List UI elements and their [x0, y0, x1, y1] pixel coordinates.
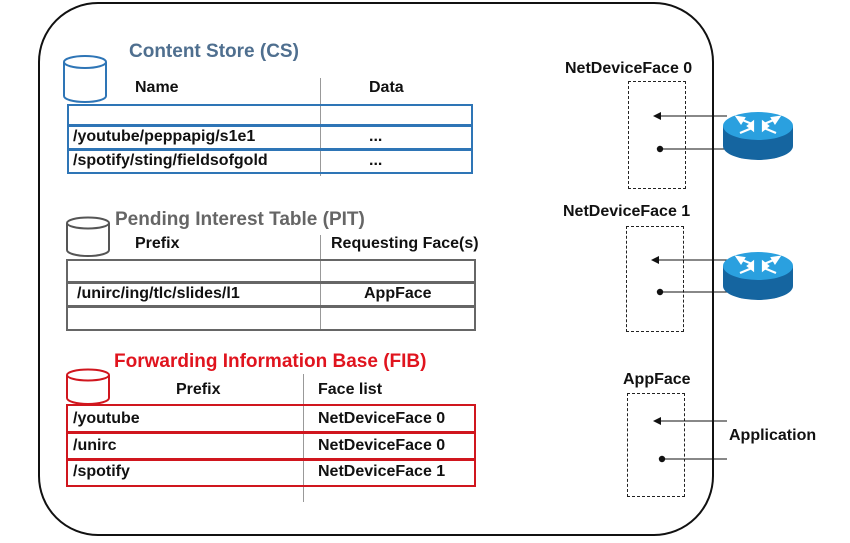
fib-row-prefix: /unirc [73, 437, 117, 454]
fib-row-prefix: /spotify [73, 463, 130, 480]
fib-row-face: NetDeviceFace 1 [318, 463, 446, 480]
pit-col-faces: Requesting Face(s) [331, 235, 479, 252]
fib-col-faces: Face list [318, 381, 383, 398]
cs-row-data: ... [369, 128, 383, 145]
netdeviceface1-label: NetDeviceFace 1 [563, 203, 691, 220]
pit-row-prefix: /unirc/ing/tlc/slides/l1 [77, 285, 240, 302]
fib-row-face: NetDeviceFace 0 [318, 410, 446, 427]
netdeviceface0-label: NetDeviceFace 0 [565, 60, 693, 77]
cs-column-divider [320, 78, 321, 176]
cs-row [67, 149, 473, 174]
pit-title: Pending Interest Table (PIT) [115, 209, 365, 230]
fib-title: Forwarding Information Base (FIB) [114, 351, 427, 372]
appface-box [627, 393, 685, 497]
netdeviceface1-box [626, 226, 684, 332]
cs-row-data: ... [369, 152, 383, 169]
fib-row-prefix: /youtube [73, 410, 140, 427]
fib-column-divider [303, 374, 304, 502]
fib-row [66, 459, 476, 487]
fib-row-face: NetDeviceFace 0 [318, 437, 446, 454]
cs-row-name: /spotify/sting/fieldsofgold [73, 152, 268, 169]
pit-database-icon [66, 216, 110, 257]
cs-database-icon [63, 55, 107, 103]
cs-col-data: Data [369, 79, 404, 96]
netdeviceface0-box [628, 81, 686, 189]
cs-row-name: /youtube/peppapig/s1e1 [73, 128, 256, 145]
cs-col-name: Name [135, 79, 179, 96]
application-label: Application [729, 427, 817, 444]
pit-row [66, 306, 476, 331]
cs-title: Content Store (CS) [129, 41, 299, 62]
pit-col-prefix: Prefix [135, 235, 180, 252]
nd0-dot [656, 145, 664, 153]
fib-col-prefix: Prefix [176, 381, 221, 398]
pit-row-face: AppFace [364, 285, 432, 302]
router-icon [723, 112, 793, 160]
appface-dot [658, 455, 666, 463]
appface-label: AppFace [623, 371, 691, 388]
nd1-dot [656, 288, 664, 296]
forwarder-node-frame [38, 2, 714, 536]
router-icon [723, 252, 793, 300]
fib-database-icon [66, 368, 110, 405]
